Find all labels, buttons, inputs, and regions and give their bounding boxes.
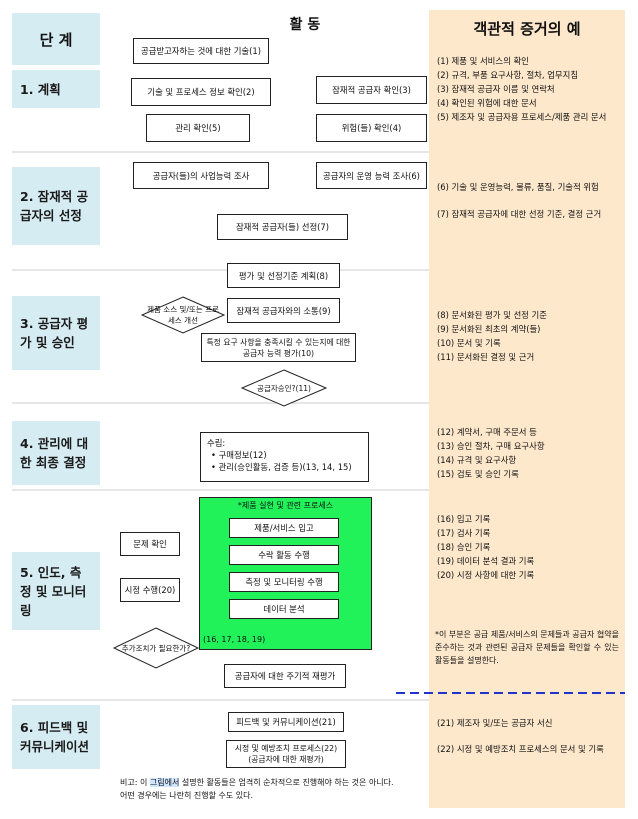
stage-label: 5. 인도, 측정 및 모니터링 [20,564,87,618]
activity-identify-problem: 문제 확인 [120,532,180,556]
evidence-item: (15) 검토 및 승인 기록 [437,469,519,479]
diamond-further-action-label: 추가조치가 필요한가? [121,643,191,653]
evidence-item: (18) 승인 기록 [437,542,491,552]
activity-acceptance: 수락 활동 수행 [229,545,339,565]
evidence-stage-5: (16) 입고 기록 (17) 검사 기록 (18) 승인 기록 (19) 데이… [431,512,623,582]
activity-establish-controls: 수립: • 구매정보(12) • 관리(승인활동, 검증 등)(13, 14, … [200,432,369,482]
evidence-item: (13) 승인 절차, 구매 요구사항 [437,441,545,451]
activity-evaluation-criteria: 평가 및 선정기준 계획(8) [227,263,340,288]
evidence-item: (6) 기술 및 운영능력, 물류, 품질, 기술적 위험 [437,182,599,192]
evidence-item: (5) 제조자 및 공급자용 프로세스/제품 관리 문서 [437,112,607,122]
evidence-stage-4: (12) 계약서, 구매 주문서 등 (13) 승인 절차, 구매 요구사항 (… [431,425,623,481]
process-title: *제품 실현 및 관련 프로세스 [237,501,334,510]
evidence-item: (21) 제조자 및/또는 공급자 서신 [437,718,553,728]
activity-corrective-action: 시정 수행(20) [120,578,180,602]
evidence-stage-5-note: *이 부분은 공급 제품/서비스의 문제들과 공급자 협약을 준수하는 것과 관… [435,630,619,665]
evidence-item: (3) 잠재적 공급자 이름 및 연락처 [437,84,555,94]
footnote-highlight: 그림에서 [149,778,180,787]
activity-identify-controls: 관리 확인(5) [146,114,250,142]
evidence-stage-1: (1) 제품 및 서비스의 확인 (2) 규격, 부품 요구사항, 절차, 업무… [431,54,623,124]
process-refs: (16, 17, 18, 19) [203,635,266,644]
footnote-line-1: 비고: 이 그림에서 설명한 활동들은 엄격히 순차적으로 진행해야 하는 것은… [120,776,425,789]
evidence-stage-2: (6) 기술 및 운영능력, 물류, 품질, 기술적 위험 (7) 잠재적 공급… [431,180,623,221]
evidence-header: 객관적 증거의 예 [473,20,581,38]
evidence-item: (19) 데이터 분석 결과 기록 [437,556,535,566]
activity-periodic-review: 공급자에 대한 주기적 재평가 [224,664,346,688]
stage-3-evaluation: 3. 공급자 평가 및 승인 [12,296,100,370]
evidence-item: (1) 제품 및 서비스의 확인 [437,56,529,66]
diamond-supplier-approval-label: 공급자승인?(11) [257,383,311,393]
activity-measure-monitor: 측정 및 모니터링 수행 [229,572,339,592]
evidence-item: (11) 문서화된 결정 및 근거 [437,352,535,362]
stage-5-delivery: 5. 인도, 측정 및 모니터링 [12,552,100,630]
evidence-item: (22) 시정 및 예방조치 프로세스의 문서 및 기록 [437,744,604,754]
activity-corrective-preventive: 시정 및 예방조치 프로세스(22) (공급자에 대한 재평가) [226,740,346,768]
diamond-supplier-approval [240,369,328,407]
activity-identify-risks: 위험(들) 확인(4) [316,114,427,142]
activity-describe-need: 공급받고자하는 것에 대한 기술(1) [133,38,269,64]
footnote-line-2: 어떤 경우에는 나란히 진행할 수도 있다. [120,791,254,800]
stage-label: 4. 관리에 대한 최종 결정 [20,436,89,470]
evidence-item: (20) 시정 사항에 대한 기록 [437,570,535,580]
establish-item: • 관리(승인활동, 검증 등)(13, 14, 15) [211,462,352,472]
evidence-item: (14) 규격 및 요구사항 [437,455,517,465]
diamond-source-improvement-label: 제품 소스 및/또는 프로세스 개선 [147,305,219,325]
evidence-item: (8) 문서화된 평가 및 선정 기준 [437,310,547,320]
footnote-rest: 설명한 활동들은 엄격히 순차적으로 진행해야 하는 것은 아니다. [179,778,394,787]
stage-label: 3. 공급자 평가 및 승인 [20,316,89,350]
evidence-item: (9) 문서화된 최초의 계약(들) [437,324,541,334]
activity-header: 활 동 [289,17,321,33]
activity-operational-capability: 공급자의 운영 능력 조사(6) [316,162,427,189]
evidence-item: (4) 확인된 위험에 대한 문서 [437,98,537,108]
evidence-column [429,10,625,808]
activity-feedback: 피드백 및 커뮤니케이션(21) [228,712,344,732]
stage-2-selection: 2. 잠재적 공급자의 선정 [12,167,100,245]
evidence-item: (2) 규격, 부품 요구사항, 절차, 업무지침 [437,70,579,80]
activity-identify-suppliers: 잠재적 공급자 확인(3) [316,76,427,104]
evidence-item: (12) 계약서, 구매 주문서 등 [437,427,537,437]
evidence-stage-3: (8) 문서화된 평가 및 선정 기준 (9) 문서화된 최초의 계약(들) (… [431,308,623,364]
evidence-item: (17) 검사 기록 [437,528,491,538]
evidence-item: (7) 잠재적 공급자에 대한 선정 기준, 결정 근거 [437,209,602,219]
diamond-source-improvement [140,296,226,334]
stage-label: 1. 계획 [20,81,61,97]
establish-item: • 구매정보(12) [211,450,267,460]
stage-header: 단 계 [12,13,100,65]
establish-title: 수립: [207,438,226,448]
activity-capability-assessment: 특정 요구 사항을 충족시킬 수 있는지에 대한 공급자 능력 평가(10) [201,333,356,362]
footnote: 비고: 이 그림에서 설명한 활동들은 엄격히 순차적으로 진행해야 하는 것은… [120,776,425,802]
evidence-item: (10) 문서 및 기록 [437,338,501,348]
activity-data-analysis: 데이터 분석 [229,599,339,619]
evidence-item: (16) 입고 기록 [437,514,491,524]
activity-receive-product: 제품/서비스 입고 [229,518,339,538]
activity-communicate-suppliers: 잠재적 공급자와의 소통(9) [227,298,340,323]
stage-label: 6. 피드백 및 커뮤니케이션 [20,720,90,754]
stage-1-planning: 1. 계획 [12,70,100,108]
activity-business-capability: 공급자(들)의 사업능력 조사 [133,162,269,189]
stage-4-control: 4. 관리에 대한 최종 결정 [12,421,100,485]
evidence-stage-6: (21) 제조자 및/또는 공급자 서신 (22) 시정 및 예방조치 프로세스… [431,716,623,756]
diamond-further-action [112,627,200,669]
stage-label: 2. 잠재적 공급자의 선정 [20,189,89,223]
stage-6-feedback: 6. 피드백 및 커뮤니케이션 [12,705,100,769]
activity-select-suppliers: 잠재적 공급자(들) 선정(7) [217,214,348,240]
footnote-prefix: 비고: 이 [120,778,150,787]
activity-tech-process-info: 기술 및 프로세스 정보 확인(2) [131,78,271,106]
